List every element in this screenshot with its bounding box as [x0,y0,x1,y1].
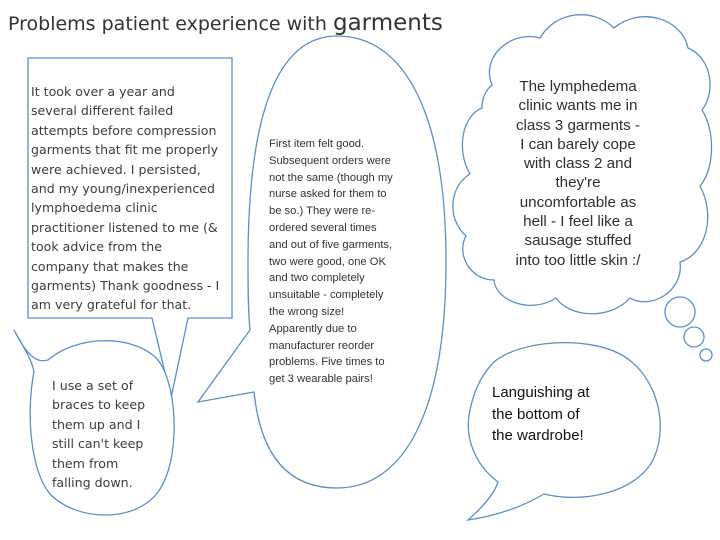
callout-text-wardrobe: Languishing at the bottom of the wardrob… [492,384,590,444]
speech-bubble-oval-right [465,342,661,521]
speech-bubble-oval-center [196,35,447,489]
callout-text-fit-history: It took over a year and several differen… [31,84,220,313]
speech-bubble-oval-left [13,329,175,516]
thought-dot-small [699,348,713,362]
speech-callout-rect [27,57,233,399]
page-title: Problems patient experience with garment… [8,10,443,36]
thought-dot-large [664,296,696,328]
callout-text-class3: The lymphedema clinic wants me in class … [515,78,641,269]
thought-cloud [452,14,713,315]
title-big: garments [332,10,443,36]
title-main: Problems patient experience with [8,13,327,35]
callout-text-reorder: First item felt good. Subsequent orders … [269,138,393,386]
thought-dot-medium [683,326,705,348]
callout-text-braces: I use a set of braces to keep them up an… [52,378,146,491]
